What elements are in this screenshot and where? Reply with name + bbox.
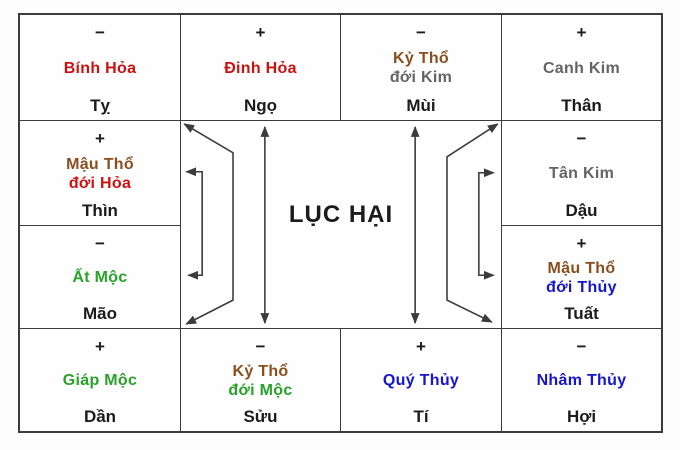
- element-name: Canh Kim: [542, 59, 621, 77]
- harm-arrows: [183, 123, 499, 325]
- diagram-title: LỤC HẠI: [288, 200, 394, 228]
- center-panel: LỤC HẠI: [181, 121, 502, 329]
- cell-ti: + Quý Thủy Tí: [341, 329, 502, 431]
- arrow-ty-dan: [183, 123, 234, 325]
- branch-name: Thìn: [82, 201, 118, 221]
- branch-name: Mùi: [406, 96, 436, 116]
- polarity-sign: +: [576, 234, 587, 253]
- polarity-sign: −: [255, 337, 266, 356]
- branch-name: Tí: [413, 407, 429, 427]
- arrow-thin-mao: [185, 167, 203, 280]
- cell-than: + Canh Kim Thân: [502, 15, 661, 121]
- cell-dau: − Tân Kim Dậu: [502, 121, 661, 226]
- branch-name: Sửu: [243, 407, 278, 427]
- element-name: Tân Kim: [548, 165, 615, 183]
- branch-name: Thân: [561, 96, 602, 116]
- cell-tuat: + Mậu Thổ đới Thủy Tuất: [502, 226, 661, 329]
- cell-hoi: − Nhâm Thủy Hợi: [502, 329, 661, 431]
- polarity-sign: +: [95, 129, 105, 148]
- element-name: Kỷ Thổ đới Mộc: [228, 362, 293, 399]
- branch-name: Dậu: [565, 201, 598, 221]
- element-name: Mậu Thổ đới Thủy: [546, 259, 617, 296]
- element-name: Đinh Hỏa: [224, 59, 297, 77]
- polarity-sign: +: [576, 23, 587, 42]
- cell-thin: + Mậu Thổ đới Hỏa Thìn: [20, 121, 181, 226]
- branch-name: Ngọ: [243, 96, 278, 116]
- polarity-sign: −: [416, 23, 426, 42]
- element-name: Bính Hỏa: [63, 59, 137, 77]
- polarity-sign: −: [576, 337, 587, 356]
- polarity-sign: +: [255, 23, 266, 42]
- cell-suu: − Kỷ Thổ đới Mộc Sửu: [181, 329, 341, 431]
- branch-name: Tuất: [564, 304, 599, 324]
- branch-name: Hợi: [566, 407, 597, 427]
- polarity-sign: +: [416, 337, 426, 356]
- polarity-sign: −: [95, 23, 105, 42]
- arrow-than-hoi: [446, 123, 499, 323]
- element-name: Nhâm Thủy: [536, 372, 627, 390]
- polarity-sign: −: [95, 234, 105, 253]
- polarity-sign: +: [95, 337, 105, 356]
- branch-name: Dần: [83, 407, 117, 427]
- branch-name: Tỵ: [90, 96, 110, 116]
- element-name: Kỷ Thổ đới Kim: [389, 50, 453, 87]
- cell-mao: − Ất Mộc Mão: [20, 226, 181, 329]
- cell-ngo: + Đinh Hỏa Ngọ: [181, 15, 341, 121]
- cell-mui: − Kỷ Thổ đới Kim Mùi: [341, 15, 502, 121]
- cell-dan: + Giáp Mộc Dần: [20, 329, 181, 431]
- branch-grid: − Bính Hỏa Tỵ + Đinh Hỏa Ngọ − Kỷ Thổ đớ…: [18, 13, 663, 433]
- element-name: Mậu Thổ đới Hỏa: [66, 155, 134, 192]
- polarity-sign: −: [576, 129, 587, 148]
- element-name: Ất Mộc: [72, 269, 128, 287]
- arrow-dau-tuat: [478, 168, 495, 280]
- cell-ty: − Bính Hỏa Tỵ: [20, 15, 181, 121]
- branch-name: Mão: [83, 304, 117, 324]
- element-name: Quý Thủy: [382, 372, 460, 390]
- element-name: Giáp Mộc: [62, 372, 138, 390]
